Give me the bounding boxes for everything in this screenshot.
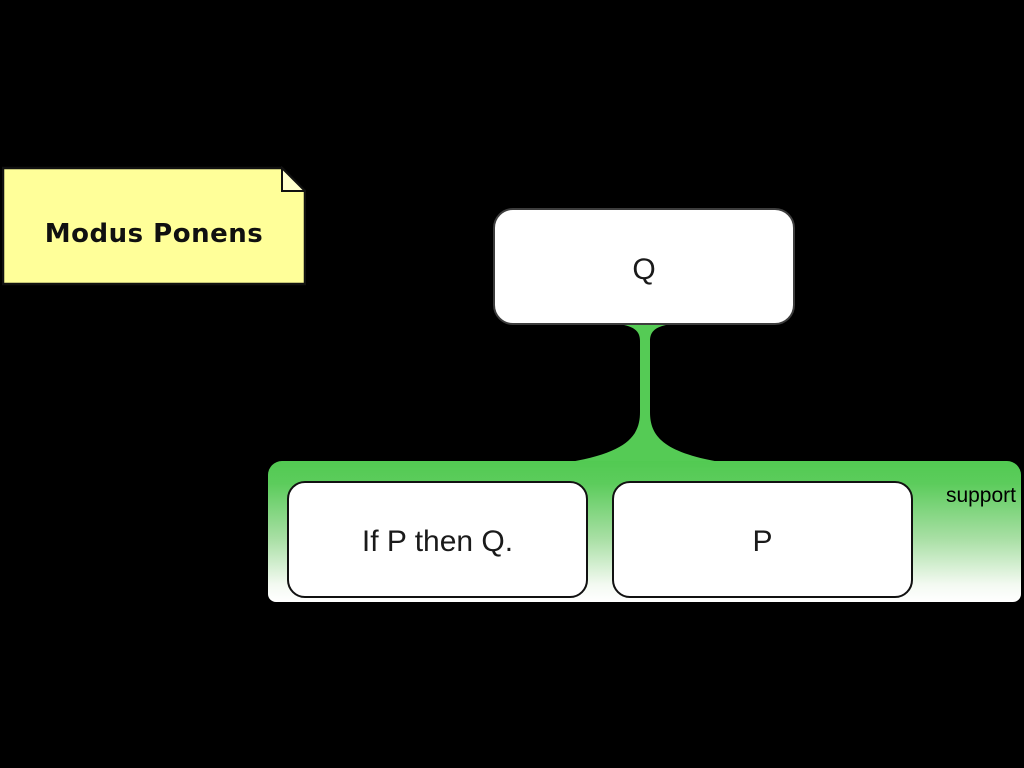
premise-2-label: P xyxy=(752,524,773,558)
premise-node-2[interactable]: P xyxy=(612,481,913,598)
sticky-note[interactable]: Modus Ponens xyxy=(2,166,306,286)
sticky-note-shape xyxy=(2,166,306,286)
premise-node-1[interactable]: If P then Q. xyxy=(287,481,588,598)
premise-1-label: If P then Q. xyxy=(361,524,514,558)
note-label: Modus Ponens xyxy=(44,219,264,249)
note-fold-icon xyxy=(281,166,306,192)
conclusion-node[interactable]: Q xyxy=(493,208,795,325)
support-type-label: support xyxy=(945,484,1016,507)
conclusion-label: Q xyxy=(632,252,656,286)
support-group[interactable]: If P then Q. P support xyxy=(268,461,1021,602)
note-body xyxy=(2,166,306,286)
support-connector xyxy=(570,324,720,462)
support-connector-shape xyxy=(570,324,720,462)
